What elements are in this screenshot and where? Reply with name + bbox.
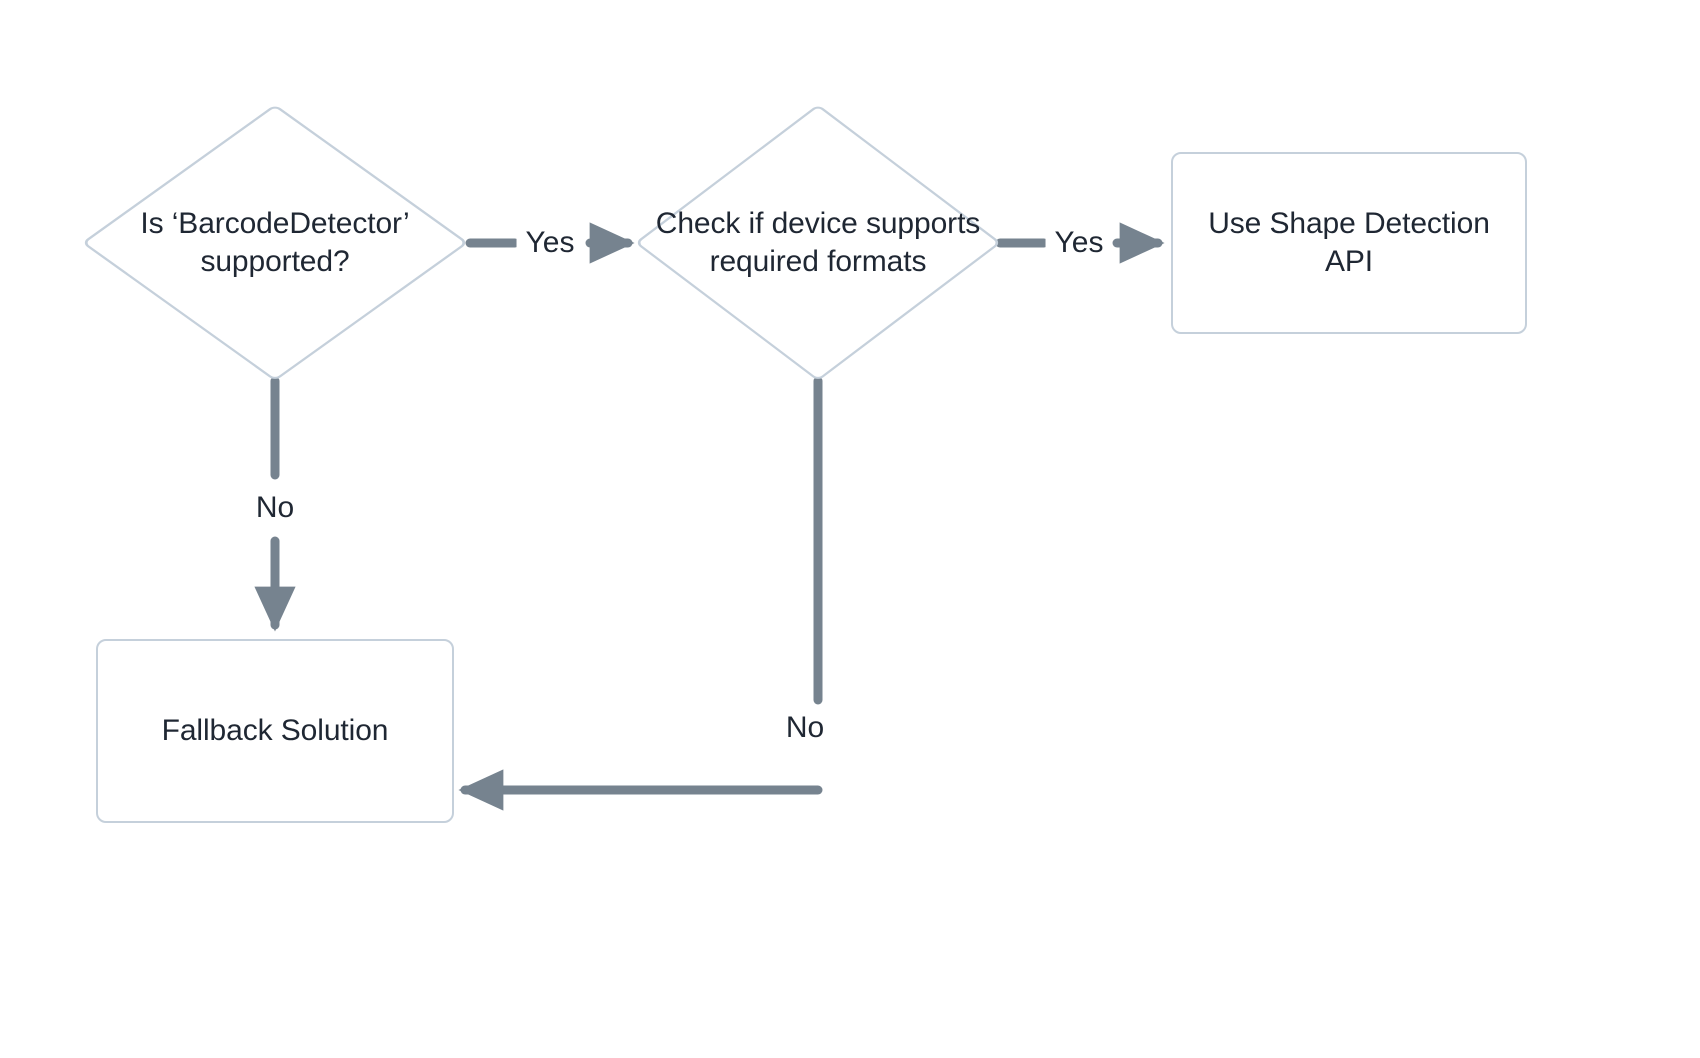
edge-label-barcodedetector-yes: Yes bbox=[516, 226, 584, 260]
node-is-barcodedetector-supported[interactable]: Is ‘BarcodeDetector’ supported? bbox=[81, 104, 469, 382]
node-label-check-device-formats: Check if device supports required format… bbox=[655, 206, 981, 278]
node-use-shape-detection-api[interactable]: Use Shape Detection API bbox=[1171, 152, 1527, 334]
edge-label-formats-yes: Yes bbox=[1045, 226, 1113, 260]
node-label-use-shape-detection-api: Use Shape Detection API bbox=[1208, 206, 1490, 278]
edge-label-barcodedetector-no: No bbox=[246, 491, 304, 525]
node-check-device-formats[interactable]: Check if device supports required format… bbox=[634, 104, 1002, 382]
edge-label-formats-no: No bbox=[776, 711, 834, 745]
node-label-is-barcodedetector-supported: Is ‘BarcodeDetector’ supported? bbox=[140, 206, 410, 278]
node-fallback-solution[interactable]: Fallback Solution bbox=[96, 639, 454, 823]
node-label-fallback-solution: Fallback Solution bbox=[161, 713, 389, 747]
